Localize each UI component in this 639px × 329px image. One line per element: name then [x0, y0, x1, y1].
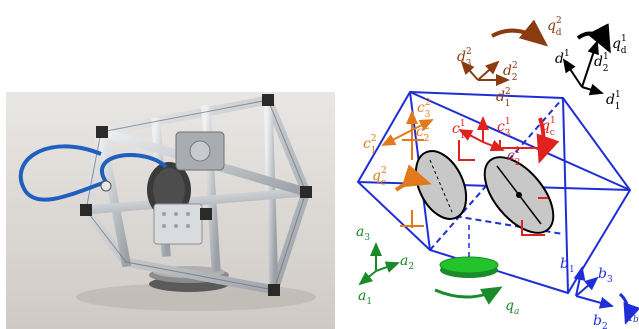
frame-c1-axes [458, 116, 505, 152]
base-disc [439, 225, 499, 278]
qb-rotation-arrow [618, 292, 639, 325]
qc1-rotation-arrow [536, 117, 560, 164]
cable-connector [100, 180, 112, 192]
frame-c2-axes [381, 110, 434, 146]
blue-cable-1 [18, 144, 107, 202]
label-a1: a1 [358, 288, 372, 307]
qd1-rotation-arrow [576, 23, 611, 54]
frame-d2-axes [460, 60, 510, 86]
label-qb: qb [624, 306, 639, 325]
qa-rotation-arrow [434, 286, 503, 305]
flywheel-right [483, 156, 555, 234]
frame-b-axes [573, 266, 614, 309]
flywheel-disk-rim [153, 168, 185, 212]
label-a2: a2 [400, 253, 414, 272]
blue-cable-2 [100, 153, 168, 184]
corner-brackets [80, 94, 312, 296]
qc2-rotation-arrow [394, 164, 432, 192]
qd2-rotation-arrow [491, 19, 549, 47]
frame-a-axes [358, 242, 400, 286]
label-b3: b3 [598, 266, 613, 285]
motor-gear [189, 140, 211, 162]
label-qa: qa [505, 298, 519, 317]
label-a3: a3 [356, 224, 370, 243]
label-b1: b1 [560, 256, 575, 275]
device-photo [6, 92, 335, 329]
outer-gimbal-left [400, 130, 424, 228]
label-b2: b2 [593, 313, 608, 329]
